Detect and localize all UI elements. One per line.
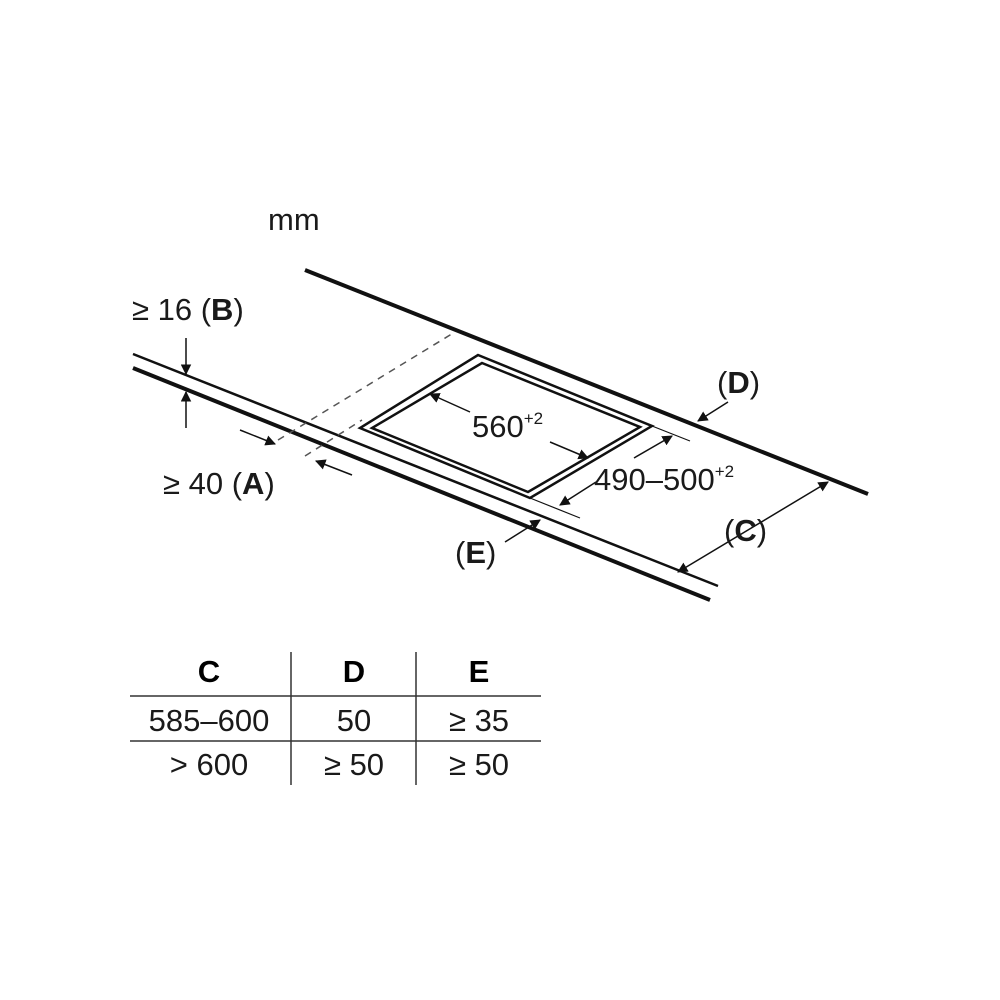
dimension-depth-arrow-top xyxy=(633,435,673,459)
dimension-e-arrow xyxy=(504,519,541,543)
unit-label: mm xyxy=(268,202,320,237)
table-cell: ≥ 50 xyxy=(324,747,384,782)
table-header-e: E xyxy=(469,654,490,689)
hob-cutout-inner-edge xyxy=(369,361,643,494)
dashed-guide-line xyxy=(277,331,456,441)
label-e: (E) xyxy=(455,535,496,570)
dimension-a-arrow-right xyxy=(315,459,353,476)
dimension-d-arrow xyxy=(697,401,729,422)
label-b: ≥ 16 (B) xyxy=(132,292,244,327)
dimension-depth-arrow-bottom xyxy=(559,481,597,506)
label-d: (D) xyxy=(717,365,760,400)
worktop-back-edge xyxy=(304,268,869,496)
label-width: 560+2 xyxy=(472,409,543,444)
label-a: ≥ 40 (A) xyxy=(163,466,275,501)
table-cell: > 600 xyxy=(170,747,248,782)
worktop-front-bottom-edge xyxy=(132,366,711,602)
table-cell: ≥ 50 xyxy=(449,747,509,782)
dimension-c-line xyxy=(677,481,829,573)
table-cell: 585–600 xyxy=(149,703,270,738)
depth-extension-line xyxy=(651,425,691,442)
table-cell: ≥ 35 xyxy=(449,703,509,738)
depth-extension-line xyxy=(529,497,581,519)
label-depth: 490–500+2 xyxy=(594,462,734,497)
worktop-front-top-edge xyxy=(132,352,719,588)
table-header-d: D xyxy=(343,654,365,689)
table-cell: 50 xyxy=(337,703,371,738)
table-header-c: C xyxy=(198,654,220,689)
dimension-table: C D E 585–600 50 ≥ 35 > 600 ≥ 50 ≥ 50 xyxy=(130,652,541,785)
dimension-width-arrow-right xyxy=(549,441,589,460)
dimension-width-arrow-left xyxy=(429,393,471,413)
label-c: (C) xyxy=(724,513,767,548)
dashed-guide-line xyxy=(304,419,363,457)
dimension-a-arrow-left xyxy=(239,429,276,446)
